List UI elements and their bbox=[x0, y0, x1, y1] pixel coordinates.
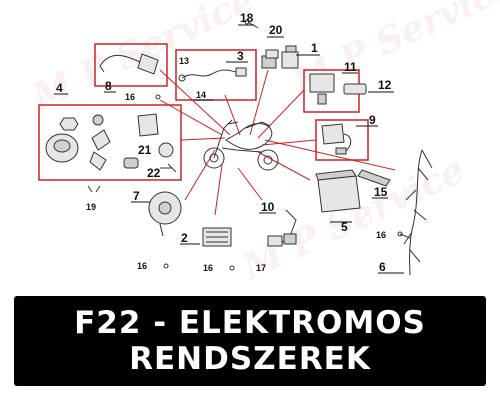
callout-16-bottom-center: 16 bbox=[203, 263, 213, 273]
banner-title-line2: RENDSZEREK bbox=[129, 341, 371, 377]
part-8-sensor bbox=[99, 53, 159, 75]
part-1-relay bbox=[281, 45, 299, 69]
callout-21: 21 bbox=[138, 143, 152, 157]
callout-9: 9 bbox=[369, 113, 376, 127]
callout-15: 15 bbox=[374, 185, 388, 199]
callout-7: 7 bbox=[133, 189, 140, 203]
part-19-clips bbox=[87, 185, 101, 193]
banner-title-line1: F22 - ELEKTROMOS bbox=[74, 305, 426, 341]
callout-14: 14 bbox=[196, 90, 206, 100]
callout-1: 1 bbox=[311, 41, 318, 55]
part-2-rectifier bbox=[202, 227, 232, 247]
diagram-canvas: M P Service M P Service M P Service bbox=[24, 0, 500, 289]
frame-part-8 bbox=[94, 43, 168, 87]
part-12-module bbox=[343, 83, 367, 95]
part-20-relay bbox=[261, 49, 279, 69]
callout-3: 3 bbox=[237, 49, 244, 63]
leader-lines bbox=[159, 69, 396, 216]
callout-18: 18 bbox=[240, 11, 254, 25]
callout-22: 22 bbox=[147, 166, 161, 180]
callout-17: 17 bbox=[256, 263, 266, 273]
callout-20: 20 bbox=[269, 23, 283, 37]
part-11-flasher bbox=[309, 73, 335, 105]
scooter-illustration bbox=[203, 119, 279, 171]
callout-12: 12 bbox=[378, 78, 392, 92]
part-15-cover bbox=[357, 169, 391, 187]
title-banner: F22 - ELEKTROMOS RENDSZEREK bbox=[14, 296, 486, 386]
frame-part-3 bbox=[175, 49, 257, 101]
callout-13: 13 bbox=[179, 56, 189, 66]
part-3-sensor-harness bbox=[178, 67, 247, 82]
callout-16-right: 16 bbox=[376, 230, 386, 240]
part-5-battery bbox=[315, 169, 361, 213]
callout-16-top: 16 bbox=[125, 92, 135, 102]
callout-19: 19 bbox=[86, 202, 96, 212]
callout-8: 8 bbox=[105, 79, 112, 93]
part-6-wiring-harness bbox=[399, 149, 433, 276]
screw-16-marks bbox=[155, 94, 403, 271]
callout-11: 11 bbox=[344, 60, 357, 74]
frame-part-4 bbox=[38, 104, 182, 181]
part-9-cdi bbox=[321, 123, 352, 155]
part-10-ignition-coil bbox=[267, 209, 297, 247]
part-7-horn bbox=[148, 191, 182, 237]
callout-16-bottom-left: 16 bbox=[137, 261, 147, 271]
part-4-ignition-set bbox=[45, 113, 177, 173]
callout-numbers: 18 20 1 3 13 14 8 4 16 11 12 9 21 22 19 … bbox=[54, 11, 404, 274]
callout-2: 2 bbox=[181, 231, 188, 245]
callout-10: 10 bbox=[261, 200, 275, 214]
callout-5: 5 bbox=[341, 220, 348, 234]
callout-6: 6 bbox=[379, 260, 386, 274]
callout-4: 4 bbox=[56, 81, 63, 95]
